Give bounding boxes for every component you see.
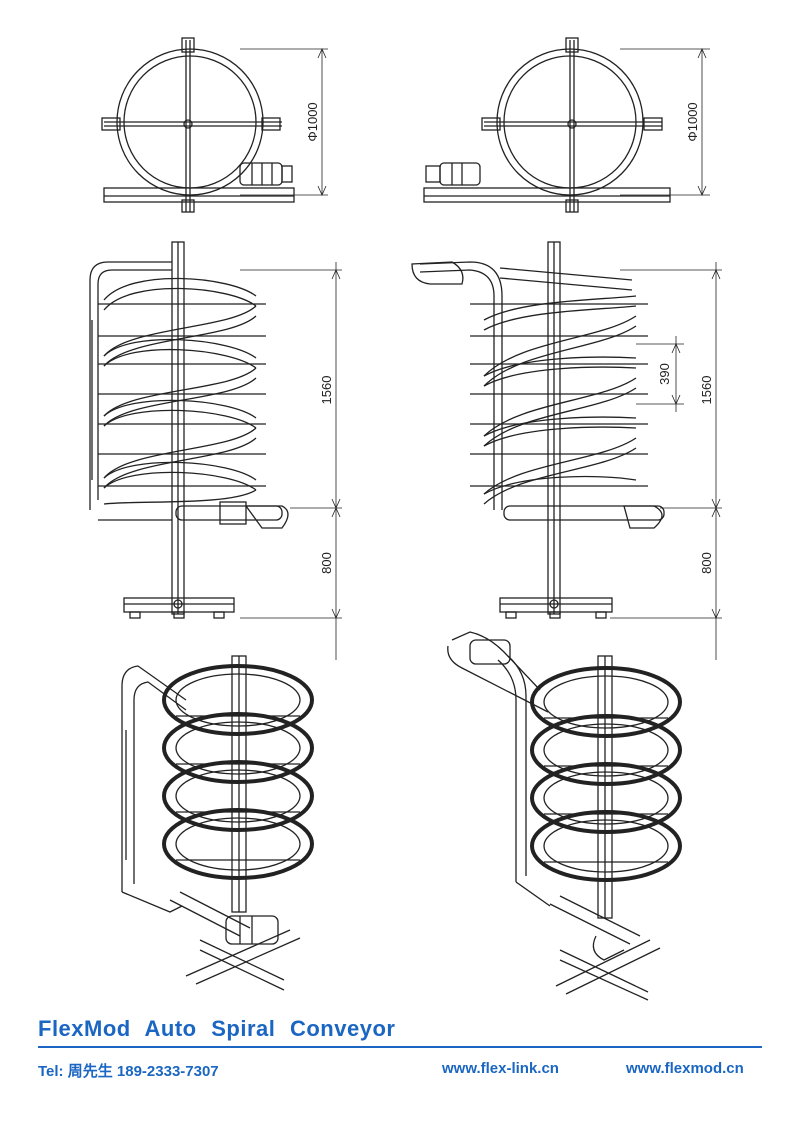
isometric-view-right <box>447 631 682 1001</box>
height-label-left: 1560 <box>319 376 334 405</box>
document-title: FlexMod Auto Spiral Conveyor <box>38 1016 396 1041</box>
diameter-dimension-right <box>620 48 710 196</box>
height-dimension-left <box>240 262 342 660</box>
diameter-label-left: Φ1000 <box>305 102 320 141</box>
isometric-view-left <box>121 655 314 991</box>
base-height-label-left: 800 <box>319 552 334 574</box>
technical-drawing: Φ1000 Φ1000 1560 800 1560 800 390 <box>89 37 722 1001</box>
website-link-flexmod[interactable]: www.flexmod.cn <box>626 1060 744 1077</box>
diameter-label-right: Φ1000 <box>685 102 700 141</box>
pitch-label: 390 <box>657 363 672 385</box>
height-dimension-right <box>610 262 722 660</box>
base-height-label-right: 800 <box>699 552 714 574</box>
top-view-right <box>423 37 671 213</box>
front-view-left <box>89 241 289 619</box>
top-view-left <box>101 37 295 213</box>
diameter-dimension-left <box>240 48 328 196</box>
height-label-right: 1560 <box>699 376 714 405</box>
front-view-right <box>411 241 665 619</box>
website-link-flex-link[interactable]: www.flex-link.cn <box>442 1060 559 1077</box>
title-divider <box>38 1046 762 1048</box>
contact-phone: Tel: 周先生 189-2333-7307 <box>38 1063 219 1080</box>
